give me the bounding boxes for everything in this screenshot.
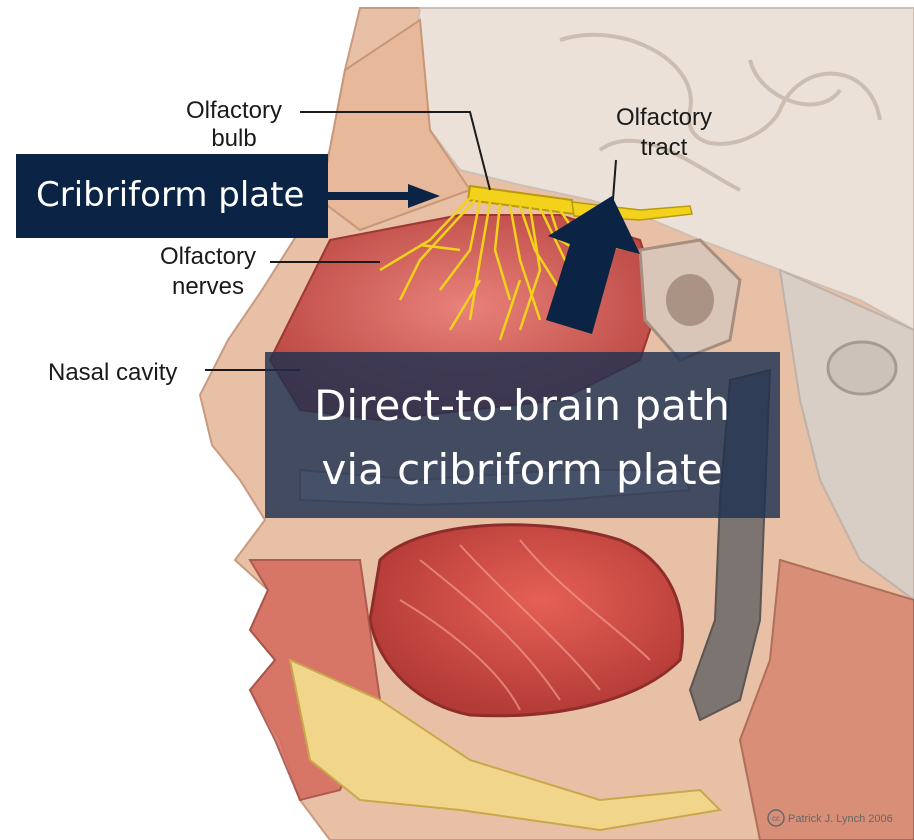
leader-olfactory-bulb [300,111,491,191]
brain-folds [559,32,882,192]
callout-cribriform-plate: Cribriform plate [16,154,440,238]
credit-text: Patrick J. Lynch 2006 [788,813,893,825]
arrow-cribriform-plate-head [408,184,440,208]
cc-icon [767,809,785,827]
label-olfactory-tract-line2: tract [641,134,688,161]
tongue [368,523,684,718]
olfactory-nerves [379,197,631,341]
cc-icon-text: cc [772,814,780,823]
label-olfactory-bulb-line1: Olfactory [186,97,282,124]
label-olfactory-nerves-line1: Olfactory [160,243,256,270]
direct-path-arrow [546,196,640,334]
label-olfactory-nerves-line2: nerves [172,273,244,300]
callout-direct-path-line1: Direct-to-brain path [314,381,730,430]
label-olfactory-tract-line1: Olfactory [616,104,712,131]
callout-direct-path: Direct-to-brain path via cribriform plat… [265,352,780,518]
callout-direct-path-line2: via cribriform plate [322,445,723,494]
tongue-muscle-lines [399,539,651,711]
ear-structure [826,340,898,396]
jaw-bone [288,658,723,832]
callout-cribriform-plate-box [16,154,328,238]
sinus-cavity [666,274,714,326]
callout-direct-path-box [265,352,780,518]
neck-muscle [738,558,914,840]
label-olfactory-bulb-line2: bulb [211,125,256,152]
label-nasal-cavity: Nasal cavity [48,359,177,386]
credit: cc Patrick J. Lynch 2006 [767,809,893,827]
callout-cribriform-plate-text: Cribriform plate [36,175,304,215]
